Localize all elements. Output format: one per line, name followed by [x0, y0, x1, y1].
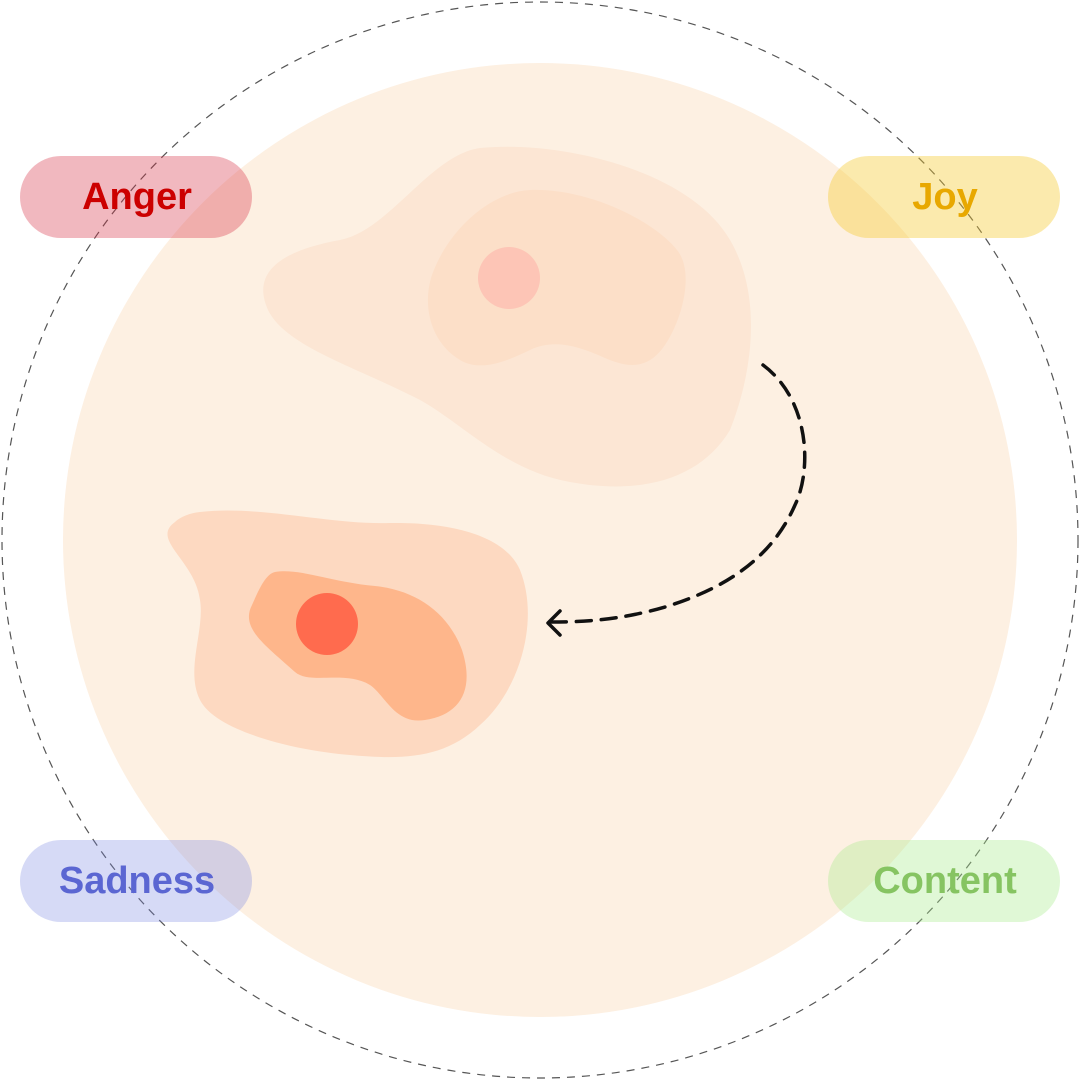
joy-label-text: Joy: [912, 175, 978, 218]
sadness-label-text: Sadness: [58, 859, 216, 902]
lower-cluster-core: [296, 593, 358, 655]
upper-cluster-core: [478, 247, 540, 309]
transition-arrow-path: [548, 363, 807, 624]
content-label: Content: [828, 840, 1060, 922]
content-label-text: Content: [873, 859, 1017, 902]
transition-arrow-head: [546, 609, 562, 637]
upper-cluster-inner-region: [427, 189, 686, 366]
sadness-label: Sadness: [20, 840, 252, 922]
anger-label-text: Anger: [82, 175, 192, 218]
joy-label: Joy: [828, 156, 1060, 238]
anger-label: Anger: [20, 156, 252, 238]
